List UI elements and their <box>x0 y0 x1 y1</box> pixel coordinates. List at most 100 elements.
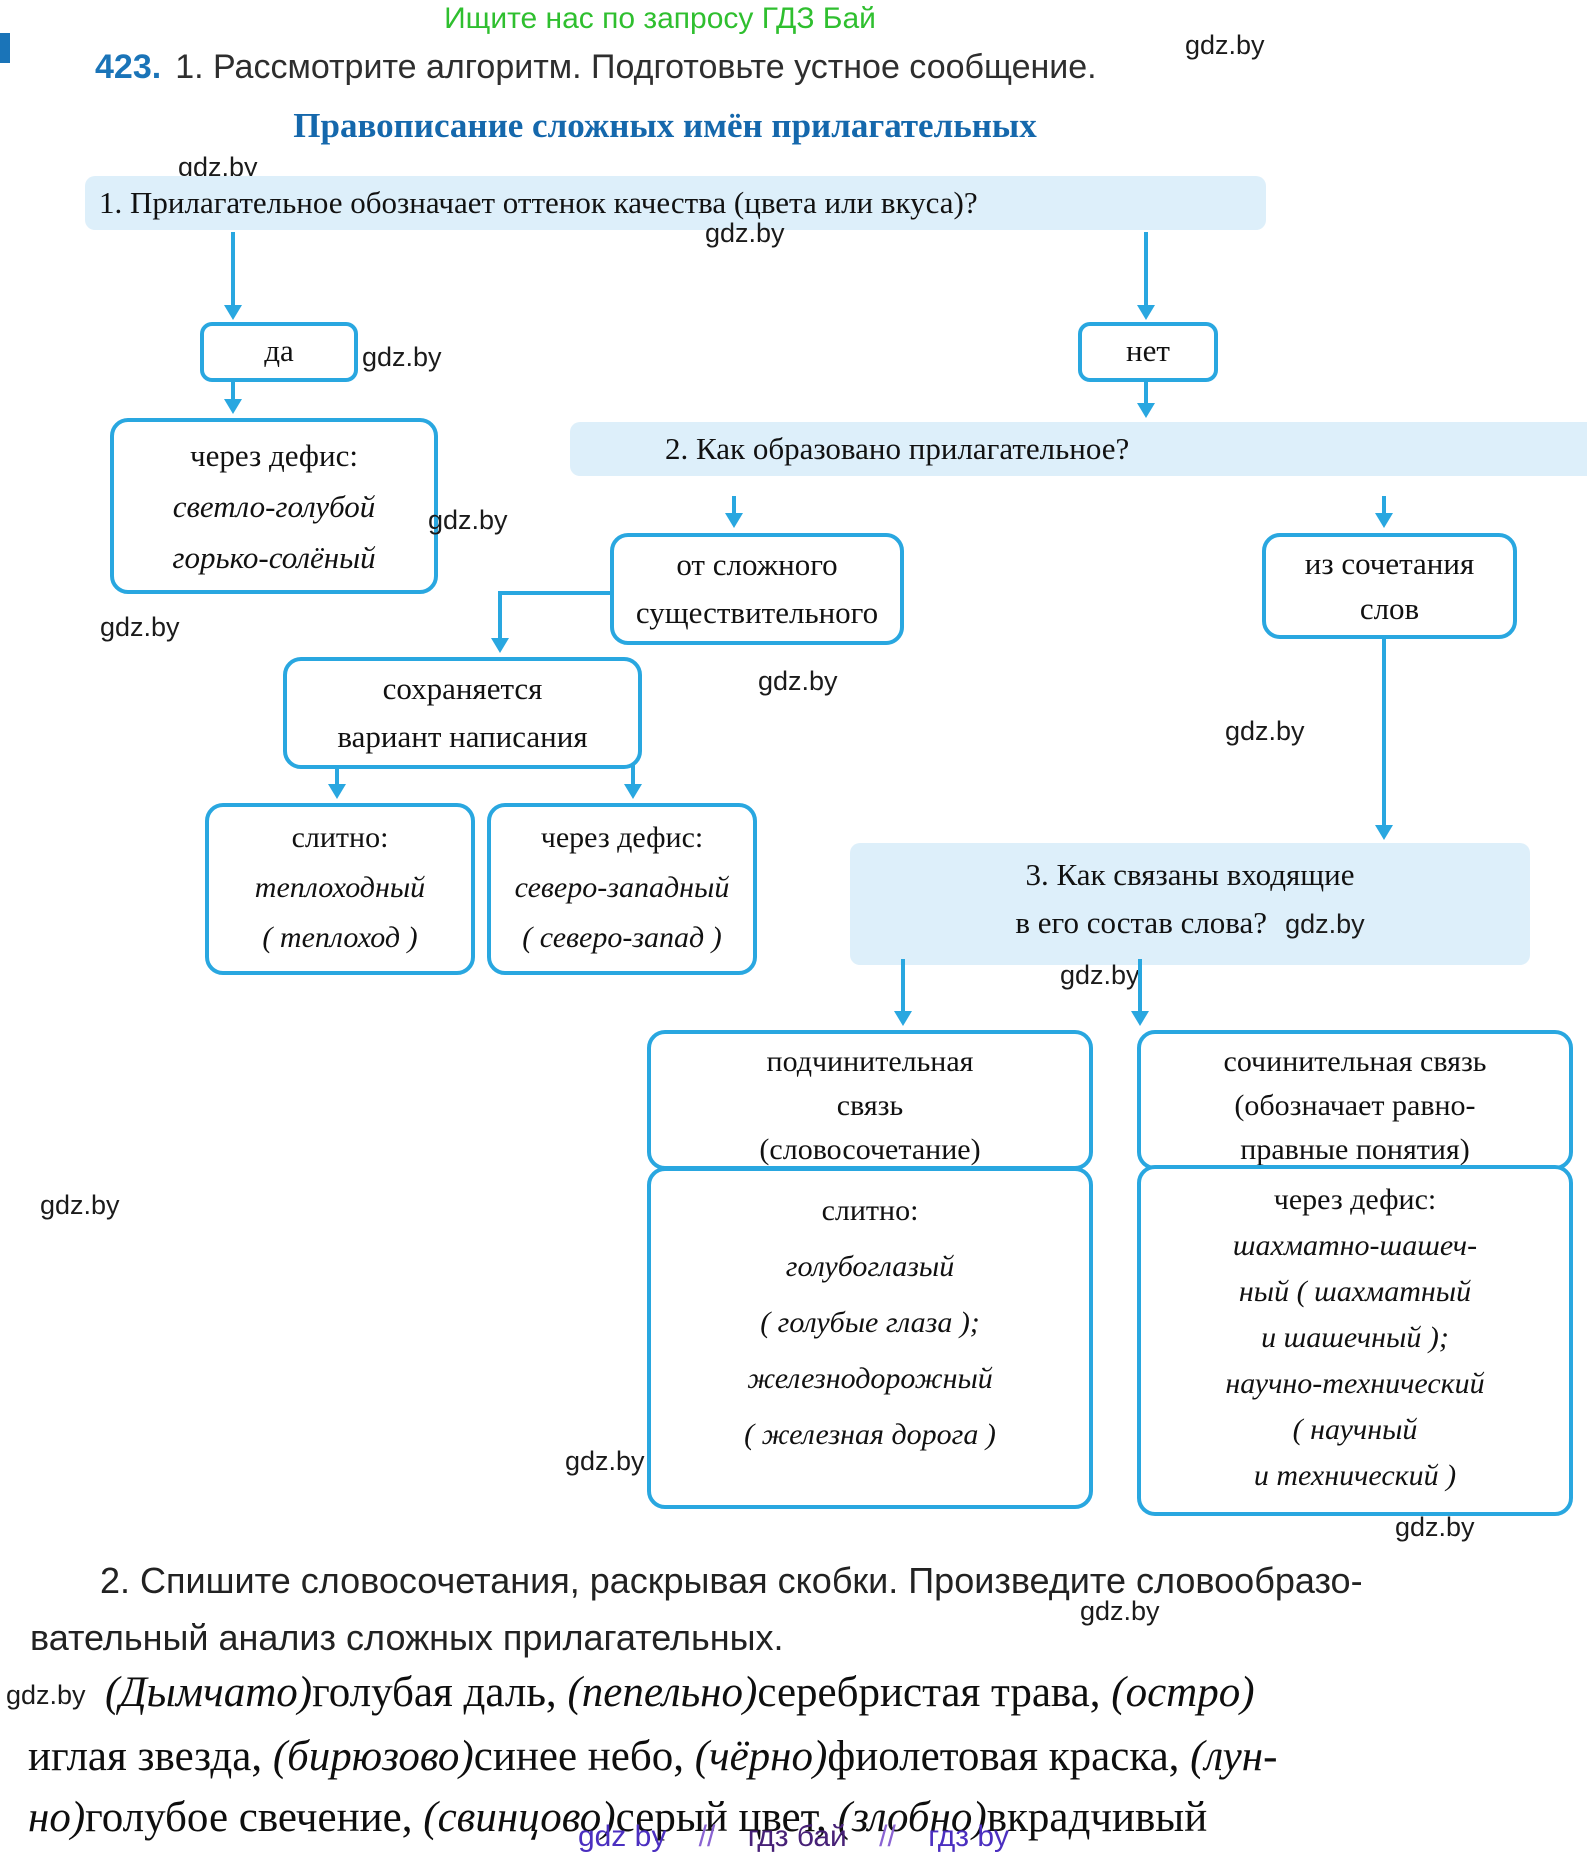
rule-example: теплоходный <box>254 871 426 904</box>
flow-arrow-icon <box>491 591 509 653</box>
watermark: gdz.by <box>100 612 180 642</box>
flow-arrow-icon <box>1131 959 1149 1026</box>
from-compound-noun-box: от сложного существительного <box>610 533 904 645</box>
question-1-bar: 1. Прилагательное обозначает оттенок кач… <box>85 176 1266 230</box>
task-1-heading: 423. 1. Рассмотрите алгоритм. Подготовьте… <box>95 48 1097 87</box>
solid-result-box: слитно: голубоглазый ( голубые глаза ); … <box>647 1167 1093 1509</box>
watermark: gdz.by <box>705 218 785 248</box>
box-line: вариант написания <box>337 719 588 754</box>
flow-arrow-icon <box>1375 636 1393 840</box>
question-line: 3. Как связаны входящие <box>1025 857 1355 892</box>
rule-example: ( северо-запад ) <box>522 921 722 954</box>
box-line: сочинительная связь <box>1223 1045 1487 1078</box>
question-3-bar: 3. Как связаны входящие в его состав сло… <box>850 843 1530 965</box>
box-line: (обозначает равно- <box>1234 1089 1476 1122</box>
no-box: нет <box>1078 322 1218 382</box>
footer-segment: gdz by <box>577 1820 667 1853</box>
rule-example: северо-западный <box>514 871 730 904</box>
algorithm-title: Правописание сложных имён прилагательных <box>293 106 1037 145</box>
box-line: подчинительная <box>766 1045 974 1078</box>
rule-example: железнодорожный <box>747 1362 993 1395</box>
question-text: в его состав слова? <box>1015 905 1268 940</box>
exercise-word: (свинцово) <box>423 1794 616 1841</box>
rule-example: научно-технический <box>1225 1367 1485 1400</box>
watermark: gdz.by <box>6 1680 86 1710</box>
rule-example: светло-голубой <box>172 489 376 524</box>
box-line: от сложного <box>676 547 838 582</box>
subordinate-link-box: подчинительная связь (словосочетание) <box>647 1030 1093 1170</box>
exercise-word: вкрадчивый <box>986 1794 1208 1841</box>
exercise-word: серебристая трава, <box>757 1669 1112 1716</box>
rule-example: и технический ) <box>1253 1459 1457 1492</box>
watermark: gdz.by <box>1225 716 1305 746</box>
box-line: из сочетания <box>1304 546 1475 581</box>
exercise-word: фиолетовая краска, <box>827 1733 1191 1780</box>
task-1-instruction: 1. Рассмотрите алгоритм. Подготовьте уст… <box>175 48 1097 86</box>
rule-label: через дефис: <box>1273 1183 1437 1216</box>
watermark: gdz.by <box>362 342 442 372</box>
hyphen-rule-box: через дефис: светло-голубой горько-солён… <box>110 418 438 594</box>
from-word-combination-box: из сочетания слов <box>1262 533 1517 639</box>
exercise-word: иглая звезда, <box>28 1733 273 1780</box>
flow-connector <box>500 591 612 595</box>
exercise-word: серый цвет, <box>615 1794 838 1841</box>
watermark: gdz.by <box>1060 960 1140 990</box>
watermark: gdz.by <box>1185 30 1265 60</box>
watermark: gdz.by <box>758 666 838 696</box>
box-line: правные понятия) <box>1240 1133 1470 1166</box>
exercise-line: иглая звезда, (бирюзово)синее небо, (чёр… <box>28 1732 1277 1781</box>
box-line: сохраняется <box>382 671 543 706</box>
footer-watermark: gdz by // гдз бай // гдз by <box>0 1820 1587 1854</box>
exercise-word: (остро) <box>1111 1669 1255 1716</box>
flow-arrow-icon <box>1375 496 1393 528</box>
exercise-word: (пепельно) <box>567 1669 758 1716</box>
task-2-instruction: 2. Спишите словосочетания, раскрывая ско… <box>100 1560 1363 1601</box>
watermark: gdz.by <box>1285 909 1365 939</box>
question-2-bar: 2. Как образовано прилагательное? <box>570 422 1587 476</box>
footer-separator: // <box>879 1820 896 1853</box>
flow-arrow-icon <box>1137 232 1155 320</box>
exercise-word: синее небо, <box>473 1733 695 1780</box>
flow-arrow-icon <box>224 382 242 414</box>
hyphen-spelling-box: через дефис: северо-западный ( северо-за… <box>487 803 757 975</box>
rule-example: ( научный <box>1292 1413 1418 1446</box>
exercise-word: (Дымчато) <box>105 1669 313 1716</box>
hyphen-result-box: через дефис: шахматно-шашеч- ный ( шахма… <box>1137 1165 1573 1516</box>
flow-arrow-icon <box>624 765 642 799</box>
exercise-word: (злобно) <box>837 1794 987 1841</box>
rule-label: слитно: <box>291 821 389 854</box>
exercise-word: голубое свечение, <box>85 1794 424 1841</box>
rule-label: через дефис: <box>540 821 704 854</box>
keep-variant-box: сохраняется вариант написания <box>283 657 642 769</box>
exercise-word: (бирюзово) <box>272 1733 474 1780</box>
box-line: связь <box>836 1089 904 1122</box>
watermark: gdz.by <box>428 505 508 535</box>
yes-box: да <box>200 322 358 382</box>
exercise-word: (лун- <box>1190 1733 1278 1780</box>
flow-arrow-icon <box>328 765 346 799</box>
rule-example: ( железная дорога ) <box>744 1418 996 1451</box>
watermark: gdz.by <box>565 1446 645 1476</box>
rule-example: горько-солёный <box>172 540 376 575</box>
box-line: слов <box>1359 591 1420 626</box>
exercise-line: но)голубое свечение, (свинцово)серый цве… <box>28 1793 1207 1842</box>
flow-arrow-icon <box>725 496 743 528</box>
solid-spelling-box: слитно: теплоходный ( теплоход ) <box>205 803 475 975</box>
flow-arrow-icon <box>224 232 242 320</box>
question-line: в его состав слова? gdz.by <box>850 899 1530 947</box>
exercise-word: голубая даль, <box>312 1669 568 1716</box>
exercise-number: 423. <box>95 48 162 86</box>
watermark: gdz.by <box>40 1190 120 1220</box>
rule-example: ( теплоход ) <box>262 921 418 954</box>
rule-example: шахматно-шашеч- <box>1232 1229 1478 1262</box>
flow-arrow-icon <box>894 959 912 1026</box>
box-line: существительного <box>635 595 879 630</box>
box-line: (словосочетание) <box>759 1133 981 1166</box>
rule-example: голубоглазый <box>785 1250 955 1283</box>
footer-separator: // <box>698 1820 716 1853</box>
task-2-instruction: вательный анализ сложных прилагательных. <box>30 1617 784 1658</box>
rule-label: слитно: <box>821 1194 919 1227</box>
footer-segment: гдз бай <box>747 1820 847 1853</box>
watermark: gdz.by <box>1395 1512 1475 1542</box>
rule-example: ( голубые глаза ); <box>760 1306 980 1339</box>
